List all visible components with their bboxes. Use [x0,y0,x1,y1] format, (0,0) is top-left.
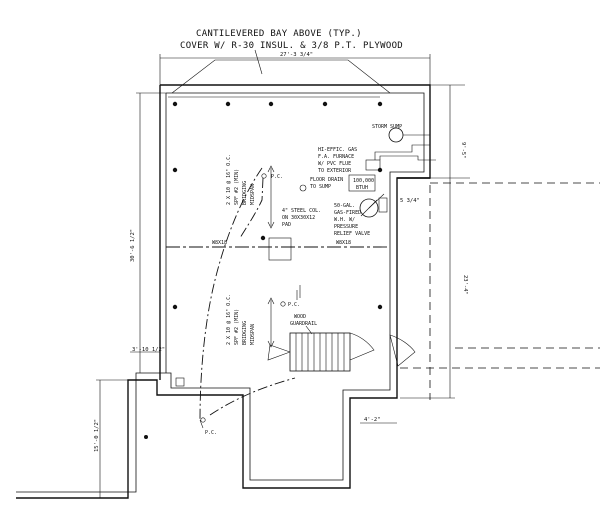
pc-label-2: P.C. [288,302,300,308]
water-heater-vent [368,193,385,209]
btuh-box [348,174,376,192]
steel-col-note-3: PAD [282,222,291,228]
dim-left-notch: 3'-10 1/2" [132,347,165,353]
wh-note-5: RELIEF VALVE [334,231,370,237]
pc-label-1: P.C. [271,174,283,180]
flue-pipes [374,144,436,161]
guardrail-note-1: WOOD [294,314,306,320]
bay-leader [254,49,263,75]
pc-label-3: P.C. [205,430,217,436]
floor-drain-note-1: FLOOR DRAIN [310,177,343,183]
dim-right-upper: 9'-5" [460,142,466,159]
small-fixture [175,377,185,387]
plumbing-lines [199,167,296,429]
dim-right-lower: 23'-4" [462,275,468,295]
joist-1-label-d: MIDSPAN [250,184,256,205]
storm-sump-label: STORM SUMP [372,124,402,130]
dim-top-width: 27'-3 3/4" [280,52,313,58]
water-heater-symbol [359,198,379,218]
floor-drain-note-2: TO SUMP [310,184,331,190]
cantilevered-bay [159,54,431,98]
joist-1-label-c: BRIDGING [242,181,248,205]
pc-3-symbol [200,417,206,423]
guardrail-note-2: GUARDRAIL [290,321,317,327]
bay-note-line2: COVER W/ R-30 INSUL. & 3/8 P.T. PLYWOOD [180,41,403,51]
wh-note-3: W.H. W/ [334,217,355,223]
beam-label-right: W8X18 [336,240,351,246]
wh-note-1: 50-GAL. [334,203,355,209]
dim-left-height: 30'-6 1/2" [130,229,136,262]
dim-step-right: 5 3/4" [400,198,420,204]
wh-note-2: GAS-FIRED [334,210,361,216]
dashed-lines-right [400,182,600,400]
joist-1-label-a: 2 X 10 @ 16" O.C. [226,154,232,205]
steel-col-note-1: 4" STEEL COL. [282,208,321,214]
foundation-walls [16,84,431,499]
joist-2-label-a: 2 X 10 @ 16" O.C. [226,294,232,345]
bay-note-line1: CANTILEVERED BAY ABOVE (TYP.) [196,29,362,39]
joist-2-label-c: BRIDGING [242,321,248,345]
furnace-box [365,159,381,171]
steel-col-note-2: ON 30X30X12 [282,215,315,221]
joist-2-label-b: SPF #2 (MIN) [234,309,240,345]
beam-label-left: W8X18 [212,240,227,246]
steel-column-pad [268,237,292,261]
storm-sump-symbol [388,127,404,143]
joist-2-label-d: MIDSPAN [250,324,256,345]
pc-2-symbol [280,301,286,307]
joist-arrows [267,165,275,348]
pc-1-symbol [261,173,267,179]
joist-1-label-b: SPF #2 (MIN) [234,169,240,205]
furnace-note-3: W/ PVC FLUE [318,161,351,167]
btuh-line-2: BTUH [356,185,368,191]
stairs [267,285,416,372]
btuh-line-1: 100,000 [353,178,374,184]
wh-note-4: PRESSURE [334,224,358,230]
dim-bottom-right: 4'-2" [364,417,381,423]
furnace-note-1: HI-EFFIC. GAS [318,147,357,153]
dim-left-lower: 15'-0 1/2" [94,419,100,452]
furnace-note-2: F.A. FURNACE [318,154,354,160]
dimension-lines [96,84,470,498]
furnace-note-4: TO EXTERIOR [318,168,352,174]
water-heater-tank [378,197,388,213]
floor-drain-symbol [299,184,307,192]
